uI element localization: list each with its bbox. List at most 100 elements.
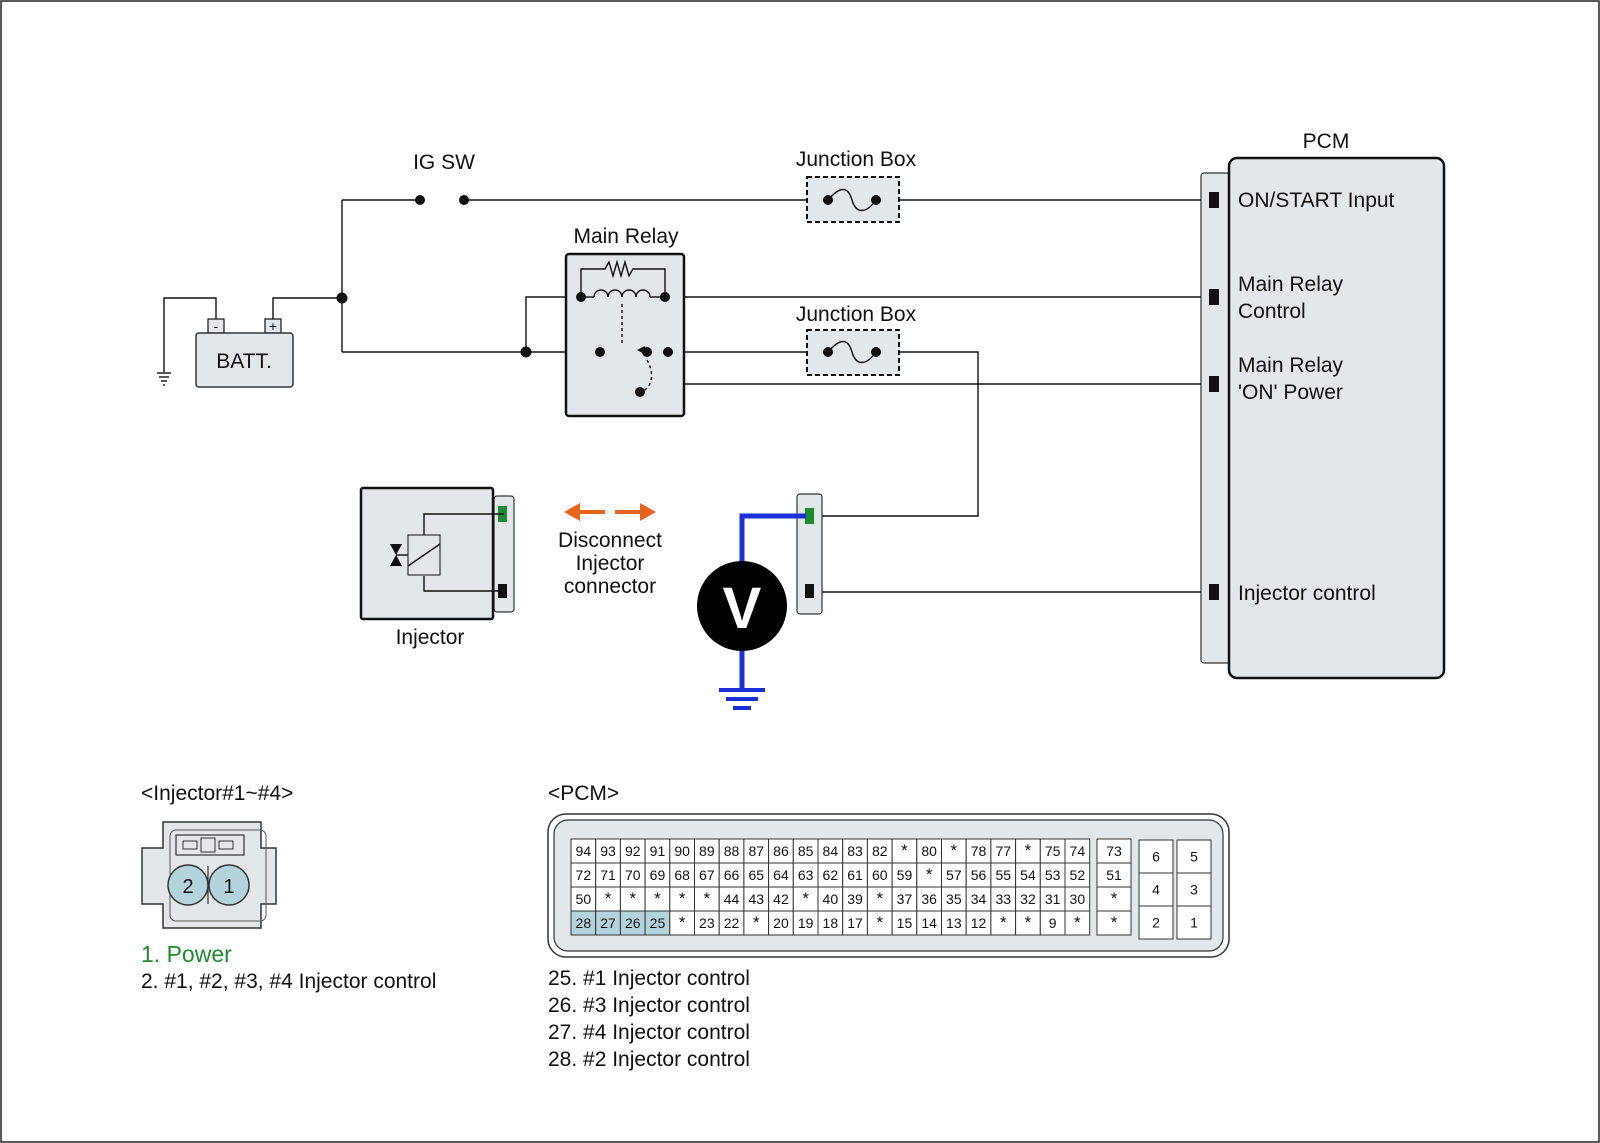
- pcm-pin-35-cell: [941, 886, 967, 912]
- pcm-pin-56: 56: [971, 867, 987, 883]
- pcm-pin-36-cell: [916, 886, 942, 912]
- pcm-legend-26: 26. #3 Injector control: [548, 994, 750, 1017]
- pcm-pin-6-cell: [1138, 839, 1174, 874]
- pcm-pin-70: 70: [625, 867, 641, 883]
- pcm-pin-blank: *: [1074, 913, 1081, 932]
- ig-sw-label: IG SW: [413, 151, 475, 174]
- pcm-main-relay-on-label-1: Main Relay: [1238, 354, 1344, 377]
- pcm-pin-18: 18: [823, 915, 839, 931]
- pcm-pin-66-cell: [718, 862, 745, 888]
- injector-legend-control: 2. #1, #2, #3, #4 Injector control: [141, 970, 437, 993]
- injector-connector-legend: 1. Power 2. #1, #2, #3, #4 Injector cont…: [141, 941, 436, 995]
- pcm-pin-91: 91: [650, 843, 666, 859]
- pcm-pin-34-cell: [965, 886, 992, 912]
- pcm-pin-blank-cell: [619, 886, 646, 912]
- pcm-pin-90: 90: [674, 843, 690, 859]
- pcm-pin-blank: *: [629, 889, 636, 908]
- pcm-pin-74: 74: [1070, 843, 1086, 859]
- main-relay-label: Main Relay: [573, 225, 679, 248]
- pcm-pin-84-cell: [817, 838, 844, 864]
- pcm-pin-blank: *: [1025, 913, 1032, 932]
- pcm-pin-72-cell: [570, 862, 597, 888]
- pcm-pin-1-cell: [1176, 905, 1212, 940]
- pcm-pin-42: 42: [773, 891, 789, 907]
- voltmeter-label: V: [723, 576, 762, 641]
- pcm-pin-blank-cell: [743, 910, 770, 936]
- pcm-pin-33: 33: [995, 891, 1011, 907]
- pcm-pin-77-cell: [990, 838, 1017, 864]
- pcm-pin-27: 27: [600, 915, 616, 931]
- pcm-pin-32: 32: [1020, 891, 1036, 907]
- pcm-pin-23-cell: [694, 910, 720, 936]
- pcm-pin-blank-cell: [941, 838, 967, 864]
- pcm-pin-44: 44: [724, 891, 740, 907]
- voltmeter: V: [697, 513, 806, 710]
- pcm-pin-69: 69: [650, 867, 666, 883]
- pcm-pin-31: 31: [1045, 891, 1061, 907]
- pcm-pin-25: 25: [650, 915, 666, 931]
- pcm-pin-64: 64: [773, 867, 789, 883]
- battery-label: BATT.: [216, 350, 272, 373]
- pcm-pin-blank: *: [1111, 889, 1118, 908]
- pcm-pin-51: 51: [1106, 867, 1122, 883]
- pcm-pin-20-cell: [768, 910, 794, 936]
- main-relay: Main Relay: [564, 225, 686, 418]
- harness-connector: [796, 493, 823, 615]
- pcm-pin-blank: *: [704, 889, 711, 908]
- pcm-pin-69-cell: [644, 862, 671, 888]
- pcm-pin-22-cell: [718, 910, 745, 936]
- pcm-pin-33-cell: [990, 886, 1017, 912]
- pcm-pin-39: 39: [847, 891, 863, 907]
- pcm-pin-42-cell: [768, 886, 794, 912]
- junction-box-2-label: Junction Box: [796, 303, 917, 326]
- pcm-pin-blank: *: [926, 865, 933, 884]
- pcm-pin-54: 54: [1020, 867, 1036, 883]
- pcm-pin-34: 34: [971, 891, 987, 907]
- junction-box-2: Junction Box: [796, 303, 917, 376]
- pcm-module: PCM ON/START Input Main Relay Control Ma…: [1200, 130, 1446, 680]
- injector-connector-face: <Injector#1~#4> 2 1: [141, 782, 293, 929]
- pcm-pin-13-cell: [941, 910, 967, 936]
- pcm-pin-67: 67: [699, 867, 715, 883]
- pcm-pin-4-cell: [1138, 872, 1174, 907]
- pcm-pin-68: 68: [674, 867, 690, 883]
- injector-pin-2: 2: [182, 876, 193, 898]
- pcm-pin-blank-cell: [694, 886, 720, 912]
- pcm-pin-3: 3: [1190, 882, 1198, 898]
- pcm-pin-50: 50: [576, 891, 592, 907]
- pcm-pin-62: 62: [823, 867, 839, 883]
- disconnect-arrows: Disconnect Injector connector: [558, 503, 662, 598]
- pcm-pin-36: 36: [921, 891, 937, 907]
- pcm-main-relay-on-label-2: 'ON' Power: [1238, 381, 1343, 404]
- pcm-pin-blank: *: [802, 889, 809, 908]
- pcm-pin-82: 82: [872, 843, 888, 859]
- pcm-pin-9: 9: [1049, 915, 1057, 931]
- pcm-pin-6: 6: [1152, 849, 1160, 865]
- pcm-pin-78-cell: [965, 838, 992, 864]
- pcm-pin-27-cell: [595, 910, 621, 936]
- pcm-pin-87: 87: [748, 843, 764, 859]
- pcm-pin-blank-cell: [990, 910, 1017, 936]
- pcm-pin-blank-cell: [1096, 886, 1132, 912]
- pcm-pin-73: 73: [1106, 843, 1122, 859]
- disconnect-label-1: Disconnect: [558, 529, 662, 552]
- pcm-on-start-label: ON/START Input: [1238, 189, 1395, 212]
- pcm-pin-15-cell: [891, 910, 918, 936]
- pcm-main-relay-control-label-2: Control: [1238, 300, 1306, 323]
- pcm-pin-30: 30: [1070, 891, 1086, 907]
- pcm-pin-1: 1: [1190, 915, 1198, 931]
- pcm-pin-19: 19: [798, 915, 814, 931]
- pcm-pin-blank: *: [654, 889, 661, 908]
- pcm-pin-18-cell: [817, 910, 844, 936]
- pcm-pin-17-cell: [842, 910, 868, 936]
- pcm-pin-43: 43: [748, 891, 764, 907]
- pcm-pin-26: 26: [625, 915, 641, 931]
- pcm-pin-5: 5: [1190, 849, 1198, 865]
- pcm-pin-2: 2: [1152, 915, 1160, 931]
- pcm-pin-15: 15: [897, 915, 913, 931]
- pcm-legend-25: 25. #1 Injector control: [548, 967, 750, 990]
- pcm-pin-60: 60: [872, 867, 888, 883]
- pcm-pin-blank-cell: [866, 910, 893, 936]
